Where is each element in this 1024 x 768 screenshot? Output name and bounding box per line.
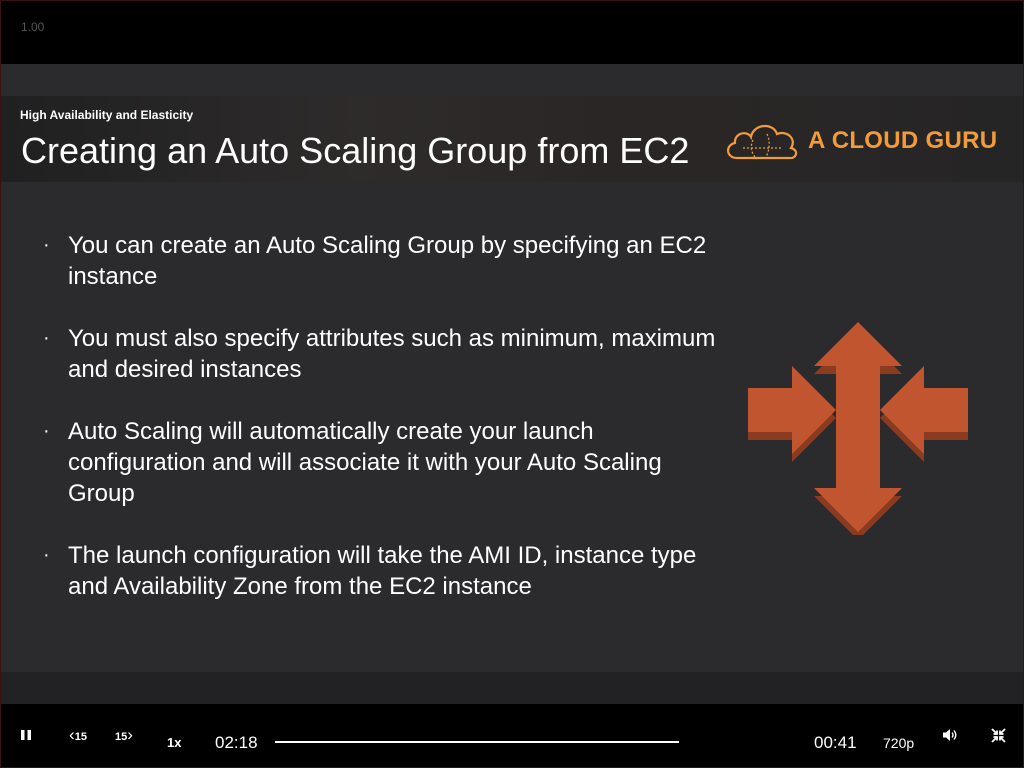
top-bar: 1.00 [1, 1, 1023, 64]
skip-forward-15-icon: › [127, 725, 133, 744]
cloud-logo-icon [727, 125, 798, 160]
bullet-item: ·You must also specify attributes such a… [43, 325, 716, 383]
slide-title: Creating an Auto Scaling Group from EC2 [21, 130, 690, 171]
bullet-item: ·You can create an Auto Scaling Group by… [43, 232, 707, 290]
skip-forward-label: 15 [115, 730, 128, 743]
auto-scaling-arrows-icon [748, 322, 968, 535]
speed-readout: 1.00 [21, 20, 45, 34]
exit-fullscreen-icon [990, 727, 1006, 743]
bullet-text: The launch configuration will take the A… [68, 542, 697, 600]
playback-rate-button[interactable]: 1x [167, 735, 182, 750]
slide-footer-band [1, 672, 1023, 704]
progress-track[interactable] [275, 741, 679, 743]
exit-fullscreen-button[interactable] [987, 722, 1009, 748]
pause-icon [21, 730, 31, 740]
bullet-list: ·You can create an Auto Scaling Group by… [41, 230, 731, 633]
skip-back-15-icon: ‹ [69, 725, 75, 744]
pause-button[interactable] [15, 722, 37, 748]
quality-button[interactable]: 720p [883, 735, 915, 751]
slide-subtitle: High Availability and Elasticity [20, 108, 194, 122]
bullet-text: You can create an Auto Scaling Group by … [68, 232, 707, 290]
skip-back-label: 15 [74, 730, 87, 743]
skip-forward-button[interactable]: 15 › [109, 722, 139, 748]
brand-name: A CLOUD GURU [808, 127, 998, 154]
slide-header-band [1, 96, 1023, 182]
bullet-item: ·Auto Scaling will automatically create … [43, 418, 662, 507]
bullet-text: You must also specify attributes such as… [68, 325, 716, 383]
bullet-item: ·The launch configuration will take the … [43, 542, 697, 600]
volume-icon [943, 729, 957, 741]
player-controls: ‹ 15 15 › 1x 02:18 00:41 720p [1, 704, 1023, 767]
volume-button[interactable] [939, 722, 961, 748]
bullet-text: Auto Scaling will automatically create y… [68, 418, 662, 507]
remaining-time: 00:41 [814, 733, 857, 752]
elapsed-time: 02:18 [215, 733, 258, 752]
skip-back-button[interactable]: ‹ 15 [63, 722, 93, 748]
brand-logo: A CLOUD GURU [723, 118, 1003, 164]
video-slide[interactable]: High Availability and Elasticity Creatin… [1, 64, 1023, 704]
